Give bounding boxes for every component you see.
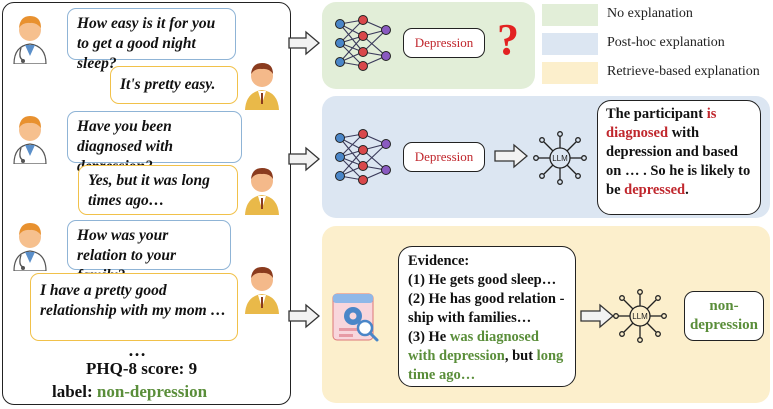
retrieve-output-bubble: non-depression (684, 291, 764, 341)
retrieve-output-text: non-depression (689, 298, 759, 333)
legend-swatch-post-hoc (542, 33, 598, 55)
legend-label-no-explanation: No explanation (607, 6, 693, 21)
question-mark-icon: ? (497, 15, 519, 64)
evidence-bubble: Evidence: (1) He gets good sleep… (2) He… (398, 246, 576, 387)
neural-network-icon (335, 129, 391, 185)
evidence-item-2: (2) He has good relation -ship with fami… (408, 291, 565, 326)
expl-part-4: depressed (624, 182, 686, 198)
llm-label: LLM (632, 312, 648, 321)
ev3-part-d: long time ago… (408, 348, 564, 383)
doctor-question-3: How was your relation to your family? (67, 220, 231, 284)
llm-label: LLM (552, 154, 568, 163)
llm-icon: LLM (613, 289, 667, 343)
phq8-score: PHQ-8 score: 9 (86, 359, 198, 378)
dialogue-panel (2, 2, 291, 405)
panel2-output-bubble: Depression (403, 142, 485, 172)
evidence-title: Evidence: (408, 253, 470, 269)
doctor-icon (13, 223, 47, 271)
arrow-to-panel3 (288, 303, 320, 329)
retrieval-settings-icon (332, 293, 379, 342)
panel1-output-bubble: Depression (403, 28, 485, 58)
doctor-question-1: How easy is it for you to get a good nig… (67, 8, 236, 72)
legend-label-retrieve-based: Retrieve-based explanation (607, 64, 760, 79)
panel1-output-text: Depression (414, 35, 474, 50)
patient-answer-3: I have a pretty good relationship with m… (30, 273, 238, 341)
ground-truth-label: label: non-depression (52, 382, 207, 402)
evidence-item-3: (3) He was diagnosed with depression, bu… (408, 328, 566, 385)
legend-swatch-retrieve-based (542, 62, 598, 84)
arrow-to-llm (494, 143, 528, 169)
post-hoc-explanation-bubble: The participant is diagnosed with depres… (597, 100, 761, 215)
llm-icon: LLM (533, 131, 587, 185)
expl-part-2: is diagnosed (606, 106, 717, 141)
patient-answer-1: It's pretty easy. (110, 66, 238, 104)
arrow-to-panel2 (288, 146, 320, 172)
patient-icon (245, 168, 279, 215)
expl-part-1: The participant (606, 106, 704, 122)
evidence-item-1: (1) He gets good sleep… (408, 272, 557, 288)
arrow-to-llm-retrieve (580, 303, 614, 329)
expl-part-5: . (685, 182, 689, 198)
arrow-to-panel1 (288, 30, 320, 56)
panel2-output-text: Depression (414, 149, 474, 164)
doctor-icon (13, 116, 47, 164)
patient-answer-2: Yes, but it was long times ago… (78, 165, 238, 215)
dialogue-ellipsis: … (128, 340, 146, 360)
ev3-part-b: was diagnosed with depression (408, 329, 539, 364)
expl-part-3: with depression and based on … . So he i… (606, 125, 751, 198)
doctor-question-2: Have you been diagnosed with depression? (67, 111, 242, 175)
label-prefix: label: (52, 382, 93, 401)
ev3-part-a: (3) He (408, 329, 447, 345)
legend-swatch-no-explanation (542, 4, 598, 26)
label-value: non-depression (96, 382, 208, 401)
patient-icon (245, 63, 279, 110)
ev3-part-c: , but (504, 348, 534, 364)
neural-network-icon (335, 15, 391, 71)
doctor-icon (13, 16, 47, 64)
patient-icon (245, 267, 279, 314)
legend-label-post-hoc: Post-hoc explanation (607, 35, 725, 50)
